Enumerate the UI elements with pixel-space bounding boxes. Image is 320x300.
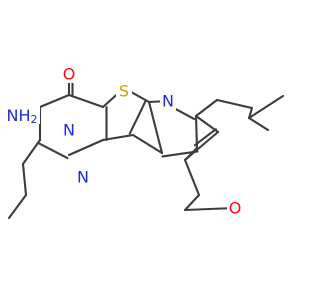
- bond-c9a-c9b: [101, 133, 135, 142]
- atom-o-pyran: O: [227, 199, 243, 218]
- bond-c4-n3: [38, 93, 71, 109]
- bond-c5a-c8a: [194, 114, 199, 150]
- bond-c4b-c8a-double-inner: [193, 128, 217, 147]
- atom-nh2-amino: NH2: [4, 106, 40, 126]
- atom-labels: O S N N N NH2 O: [4, 65, 243, 218]
- atom-s-thiophene-label: S: [119, 82, 129, 101]
- atom-n-pyrimidine-3-label: N: [63, 121, 75, 140]
- bond-c7-c13: [247, 106, 254, 120]
- atom-o-carbonyl-label: O: [63, 65, 76, 84]
- atom-n-pyrimidine-3: N: [61, 121, 77, 140]
- bond-c12-o8: [183, 206, 237, 212]
- bond-c6-c7: [215, 98, 254, 110]
- bond-n1-c9b: [67, 138, 105, 157]
- bond-c2-cea: [21, 138, 42, 166]
- bond-c4a-c4: [67, 93, 105, 109]
- atom-n-pyridine: N: [160, 92, 176, 111]
- bond-cea-ceb: [21, 162, 28, 197]
- bond-c10-c11: [183, 158, 201, 197]
- bond-c8a-c10: [183, 146, 199, 162]
- atom-n-pyrimidine-1-label: N: [77, 168, 89, 187]
- amino-subscript: 2: [31, 113, 38, 126]
- bond-c5a-c6: [194, 98, 219, 118]
- bond-c13-me1: [247, 94, 285, 120]
- bond-c2-n1-double-inner: [37, 142, 69, 160]
- atom-s-thiophene: S: [116, 82, 132, 101]
- bond-c9c-c9a-double-inner: [128, 99, 147, 135]
- atom-nh2-amino-label: NH2: [7, 106, 38, 126]
- molecule-structure-diagram: O S N N N NH2 O: [4, 64, 285, 220]
- bond-ceb-cec: [7, 193, 28, 220]
- atom-o-carbonyl: O: [61, 65, 77, 84]
- bond-c9a-c9: [131, 133, 164, 155]
- bond-c11-c12: [183, 193, 201, 212]
- amino-symbol: NH: [7, 106, 31, 125]
- atom-o-pyran-label: O: [229, 199, 242, 218]
- atom-n-pyrimidine-1: N: [75, 168, 91, 187]
- atom-n-pyridine-label: N: [162, 92, 174, 111]
- bond-c13-me2: [247, 116, 270, 132]
- bond-c9c-c9: [147, 100, 164, 155]
- bond-lines: [7, 72, 285, 220]
